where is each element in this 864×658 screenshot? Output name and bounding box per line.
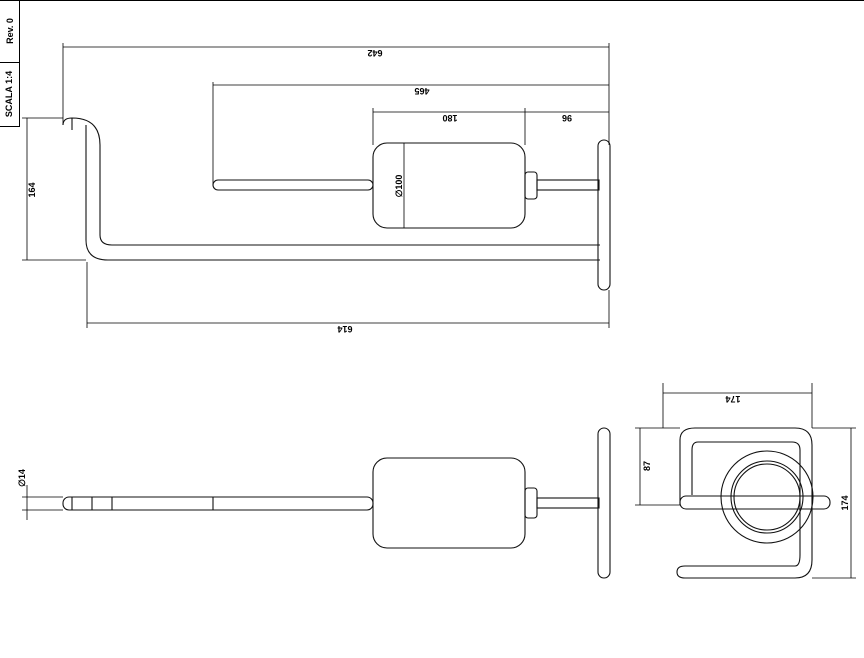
scale-box: SCALA 1:4 — [0, 62, 20, 127]
wall-plate — [597, 139, 611, 291]
roll-cap — [524, 171, 538, 200]
dim-164: 164 — [27, 182, 37, 197]
front-arm — [536, 497, 600, 509]
dim-side-height: 174 — [840, 495, 850, 510]
side-view: 174 87 174 — [635, 383, 856, 579]
front-view: ∅14 — [17, 427, 611, 579]
side-roll-outer — [720, 450, 814, 544]
front-cap — [524, 487, 538, 519]
side-rod — [679, 495, 831, 510]
front-rod — [62, 496, 374, 511]
dim-87: 87 — [642, 461, 652, 471]
top-border — [0, 0, 864, 1]
revision-box: Rev. 0 — [0, 0, 20, 63]
base-bar — [62, 117, 600, 261]
front-wall-plate — [597, 427, 611, 579]
dim-642: 642 — [367, 48, 382, 58]
side-roll-inner — [730, 460, 804, 534]
dim-465: 465 — [414, 86, 429, 96]
dim-96: 96 — [562, 113, 572, 123]
holder-arm — [536, 179, 600, 191]
dim-614: 614 — [337, 324, 352, 334]
side-frame — [676, 427, 813, 579]
front-roll — [372, 457, 526, 549]
top-view: 642 465 180 96 164 614 ∅100 — [22, 43, 611, 334]
dim-roll-diameter: ∅100 — [394, 175, 404, 198]
dim-rod-diameter: ∅14 — [17, 469, 27, 487]
side-roll-core — [733, 463, 801, 531]
spindle-rod — [212, 179, 374, 191]
dim-side-width: 174 — [725, 394, 740, 404]
dim-180: 180 — [442, 113, 457, 123]
